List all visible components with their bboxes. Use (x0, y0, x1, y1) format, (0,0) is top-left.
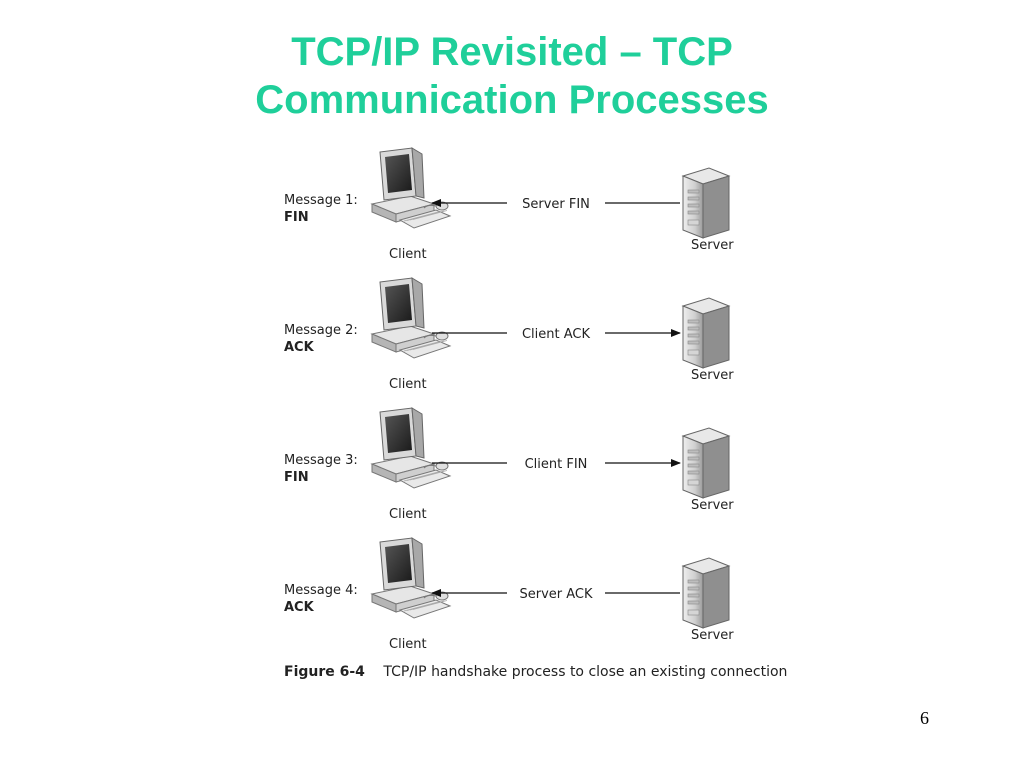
message-row: Message 4: ACK Client Server Server ACK (284, 537, 734, 652)
server-tower-icon (681, 427, 731, 499)
message-row: Message 2: ACK Client Server Client ACK (284, 277, 734, 392)
message-number-label: Message 2: (284, 323, 358, 338)
client-label: Client (389, 247, 427, 262)
message-row: Message 1: FIN Client Server Server FIN (284, 147, 734, 262)
slide-title-line-1: TCP/IP Revisited – TCP (291, 30, 733, 74)
page-number: 6 (920, 708, 929, 728)
client-label: Client (389, 637, 427, 652)
message-number-label: Message 3: (284, 453, 358, 468)
message-flag-label: FIN (284, 470, 309, 485)
client-computer-icon (370, 407, 452, 489)
server-tower-icon (681, 297, 731, 369)
slide-title-line-2: Communication Processes (255, 78, 769, 122)
client-computer-icon (370, 277, 452, 359)
link-label: Server FIN (522, 197, 590, 212)
message-number-label: Message 4: (284, 583, 358, 598)
client-label: Client (389, 377, 427, 392)
figure-caption: Figure 6-4 TCP/IP handshake process to c… (284, 664, 787, 680)
link-label: Client FIN (525, 457, 588, 472)
figure-number: Figure 6-4 (284, 664, 365, 680)
server-label: Server (691, 238, 734, 253)
link-label: Client ACK (522, 327, 591, 342)
server-tower-icon (681, 167, 731, 239)
server-label: Server (691, 498, 734, 513)
client-computer-icon (370, 147, 452, 229)
server-tower-icon (681, 557, 731, 629)
server-label: Server (691, 368, 734, 383)
message-number-label: Message 1: (284, 193, 358, 208)
figure-caption-text: TCP/IP handshake process to close an exi… (383, 664, 788, 680)
server-label: Server (691, 628, 734, 643)
slide-title: TCP/IP Revisited – TCP Communication Pro… (0, 28, 1024, 124)
message-flag-label: ACK (284, 340, 315, 355)
message-flag-label: ACK (284, 600, 315, 615)
client-label: Client (389, 507, 427, 522)
message-flag-label: FIN (284, 210, 309, 225)
link-label: Server ACK (519, 587, 593, 602)
client-computer-icon (370, 537, 452, 619)
message-row: Message 3: FIN Client Server Client FIN (284, 407, 734, 522)
